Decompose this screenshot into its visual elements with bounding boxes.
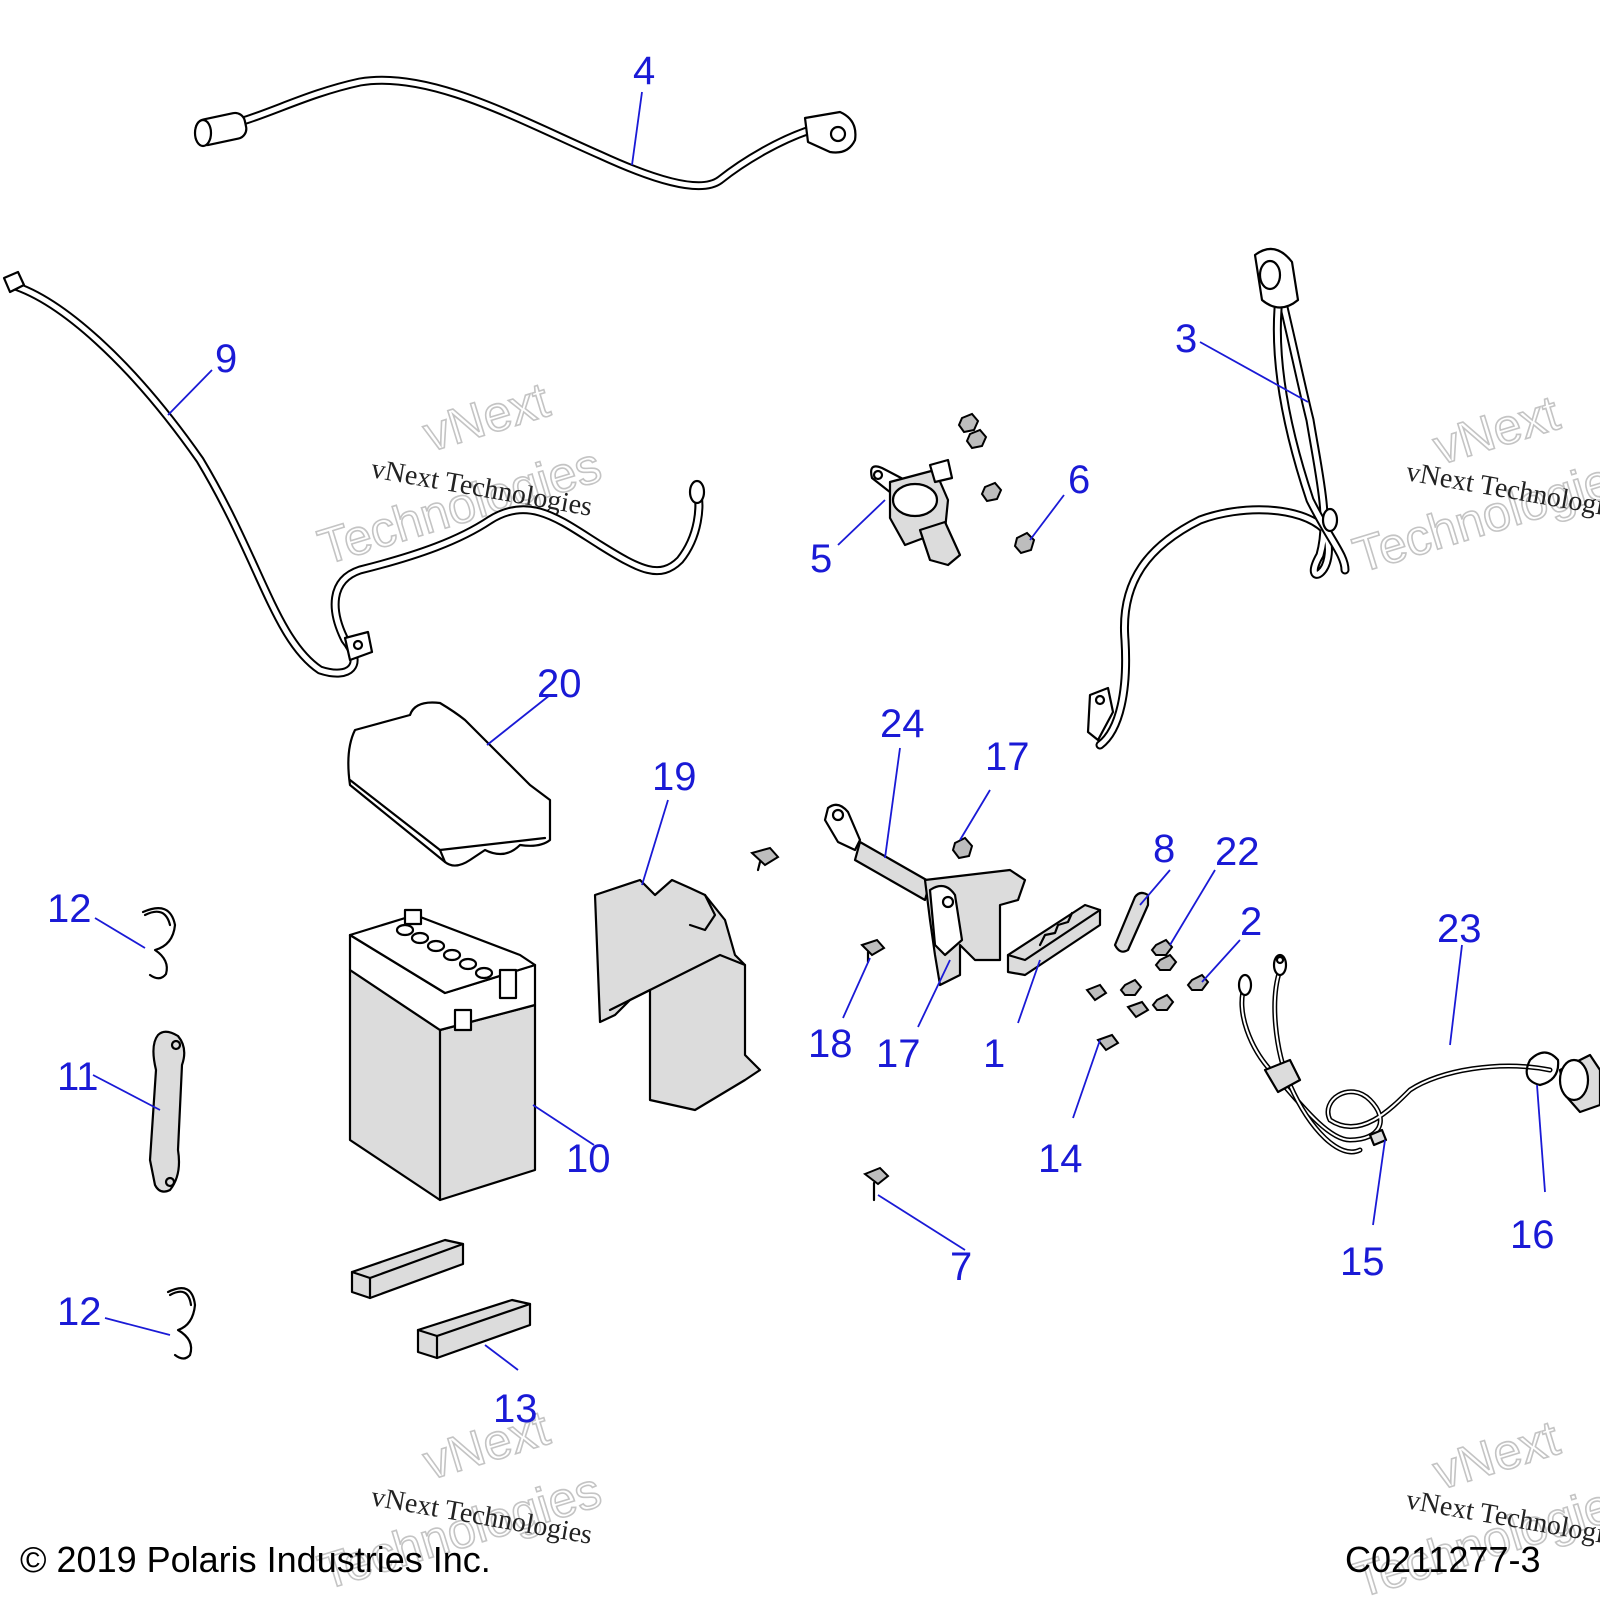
part-12-clip-top bbox=[141, 907, 177, 980]
callout-21: 20 bbox=[537, 662, 582, 706]
callout-24: 24 bbox=[880, 702, 925, 746]
part-14-fasteners bbox=[1085, 938, 1178, 1052]
callout-22: 22 bbox=[1215, 830, 1260, 874]
callout-12-top: 12 bbox=[47, 887, 92, 931]
part-23-harness bbox=[1237, 953, 1553, 1155]
callout-5: 5 bbox=[810, 537, 832, 581]
watermark-brand: vNext bbox=[417, 372, 556, 463]
callout-3: 3 bbox=[1175, 317, 1197, 361]
watermark-brand: vNext bbox=[1427, 385, 1566, 476]
callout-1: 1 bbox=[983, 1032, 1005, 1076]
watermark-top-left: vNext Technologies vNext Technologies bbox=[311, 371, 608, 577]
callout-20: 19 bbox=[652, 755, 697, 799]
part-4-cable bbox=[193, 75, 857, 191]
part-10-battery bbox=[348, 908, 537, 1202]
drawing-number: C0211277-3 bbox=[1345, 1539, 1541, 1580]
part-18-mount-bracket bbox=[923, 868, 1027, 987]
part-21-battery-cover bbox=[347, 701, 552, 867]
callout-13: 13 bbox=[493, 1387, 538, 1431]
part-9-cable bbox=[2, 270, 706, 678]
part-8-link bbox=[1113, 891, 1150, 953]
part-13-pads bbox=[350, 1238, 532, 1360]
callout-10: 10 bbox=[566, 1137, 611, 1181]
part-12-clip-bottom bbox=[166, 1287, 197, 1360]
part-20-battery-holder bbox=[593, 878, 762, 1112]
part-3-cable bbox=[1086, 247, 1350, 750]
battery-caps bbox=[395, 923, 494, 980]
leader-lines bbox=[92, 91, 1546, 1371]
part-19-screw bbox=[860, 938, 886, 964]
watermark-brand: vNext bbox=[1427, 1410, 1566, 1501]
part-16-power-socket bbox=[1525, 1051, 1600, 1114]
part-5-solenoid bbox=[870, 458, 962, 567]
callout-12-bottom: 12 bbox=[57, 1290, 102, 1334]
callout-16: 16 bbox=[1510, 1213, 1555, 1257]
callout-numbers: 4 9 3 5 6 20 19 24 17 8 22 2 23 12 11 12… bbox=[47, 49, 1555, 1431]
screw-near-20 bbox=[750, 846, 780, 872]
callout-6: 6 bbox=[1068, 458, 1090, 502]
callout-14: 14 bbox=[1038, 1137, 1083, 1181]
callout-8: 8 bbox=[1153, 827, 1175, 871]
copyright-text: © 2019 Polaris Industries Inc. bbox=[20, 1539, 491, 1580]
part-11-strap bbox=[148, 1030, 186, 1193]
callout-9: 9 bbox=[215, 337, 237, 381]
callout-15: 15 bbox=[1340, 1240, 1385, 1284]
callout-23: 23 bbox=[1437, 907, 1482, 951]
part-1-terminal-block bbox=[1006, 903, 1102, 977]
callout-2: 2 bbox=[1240, 900, 1262, 944]
callout-18: 17 bbox=[876, 1032, 921, 1076]
part-24-bracket bbox=[823, 803, 932, 902]
callout-19: 18 bbox=[808, 1022, 853, 1066]
part-7-bolt bbox=[862, 1166, 890, 1202]
callout-4: 4 bbox=[633, 49, 655, 93]
part-6-nut bbox=[957, 412, 1036, 555]
part-2-nut bbox=[1186, 973, 1210, 991]
part-17-nut bbox=[951, 836, 974, 860]
callout-17: 17 bbox=[985, 735, 1030, 779]
callout-11: 11 bbox=[57, 1055, 99, 1099]
callout-7: 7 bbox=[950, 1245, 972, 1289]
watermark-top-right: vNext Technologies vNext Technologies bbox=[1346, 384, 1600, 585]
